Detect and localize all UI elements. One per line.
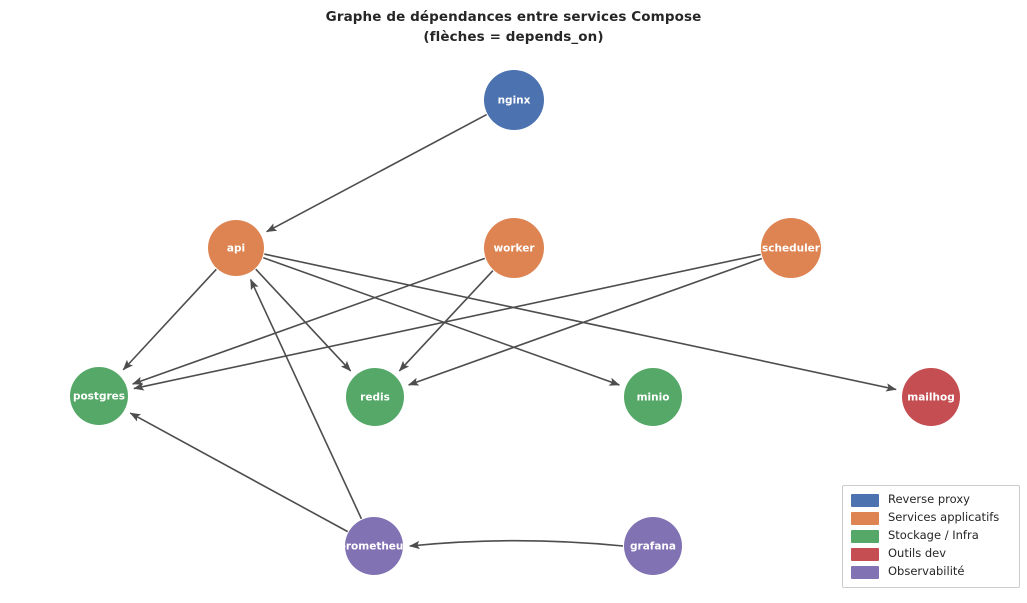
legend-item: Outils dev	[851, 545, 1011, 563]
node-label: mailhog	[907, 392, 954, 404]
legend-swatch	[851, 511, 879, 525]
legend-swatch	[851, 547, 879, 561]
graph-edge	[249, 278, 363, 520]
graph-node-minio[interactable]: minio	[624, 368, 682, 426]
node-layer: nginx api worker scheduler postgres redis mini…	[70, 70, 960, 575]
node-label: grafana	[630, 541, 676, 553]
legend-label: Outils dev	[888, 546, 947, 561]
graph-node-grafana[interactable]: grafana	[624, 517, 682, 575]
node-label: worker	[493, 243, 535, 255]
graph-edge	[266, 113, 488, 233]
graph-node-scheduler[interactable]: scheduler	[761, 218, 821, 278]
graph-node-prometheus[interactable]: prometheus	[338, 517, 410, 575]
node-circle[interactable]	[345, 517, 403, 575]
legend-label: Stockage / Infra	[888, 528, 979, 543]
legend-item: Observabilité	[851, 563, 1011, 581]
graph-node-worker[interactable]: worker	[484, 218, 544, 278]
graph-edge	[409, 539, 624, 550]
node-circle[interactable]	[70, 367, 128, 425]
node-label: scheduler	[762, 243, 821, 255]
graph-edge	[408, 257, 763, 386]
node-circle[interactable]	[346, 368, 404, 426]
legend-swatch	[851, 565, 879, 579]
node-label: nginx	[498, 95, 531, 107]
graph-edge	[255, 268, 352, 372]
legend-item: Services applicatifs	[851, 509, 1011, 527]
node-label: postgres	[73, 391, 125, 403]
edge-layer	[122, 113, 897, 550]
legend-item: Stockage / Infra	[851, 527, 1011, 545]
graph-node-nginx[interactable]: nginx	[484, 70, 544, 130]
legend-label: Services applicatifs	[888, 510, 1000, 525]
graph-node-mailhog[interactable]: mailhog	[902, 368, 960, 426]
graph-node-api[interactable]: api	[208, 220, 264, 276]
chart-title: Graphe de dépendances entre services Com…	[325, 9, 702, 45]
node-circle[interactable]	[624, 517, 682, 575]
graph-edge	[129, 412, 349, 533]
node-label: prometheus	[338, 541, 409, 553]
legend-label: Reverse proxy	[888, 492, 970, 507]
node-circle[interactable]	[761, 218, 821, 278]
legend-label: Observabilité	[888, 564, 965, 579]
graph-edge	[132, 257, 486, 385]
graph-edge	[133, 253, 761, 391]
graph-edge	[263, 257, 620, 386]
node-circle[interactable]	[902, 368, 960, 426]
node-label: minio	[637, 392, 670, 404]
node-label: api	[227, 243, 245, 255]
node-circle[interactable]	[484, 218, 544, 278]
node-circle[interactable]	[624, 368, 682, 426]
node-circle[interactable]	[208, 220, 264, 276]
graph-node-redis[interactable]: redis	[346, 368, 404, 426]
graph-edge	[398, 270, 494, 372]
graph-node-postgres[interactable]: postgres	[70, 367, 128, 425]
legend-swatch	[851, 493, 879, 507]
graph-edge	[122, 268, 217, 371]
node-circle[interactable]	[484, 70, 544, 130]
node-label: redis	[360, 392, 390, 404]
legend-item: Reverse proxy	[851, 491, 1011, 509]
legend-swatch	[851, 529, 879, 543]
graph-edge	[264, 253, 897, 392]
